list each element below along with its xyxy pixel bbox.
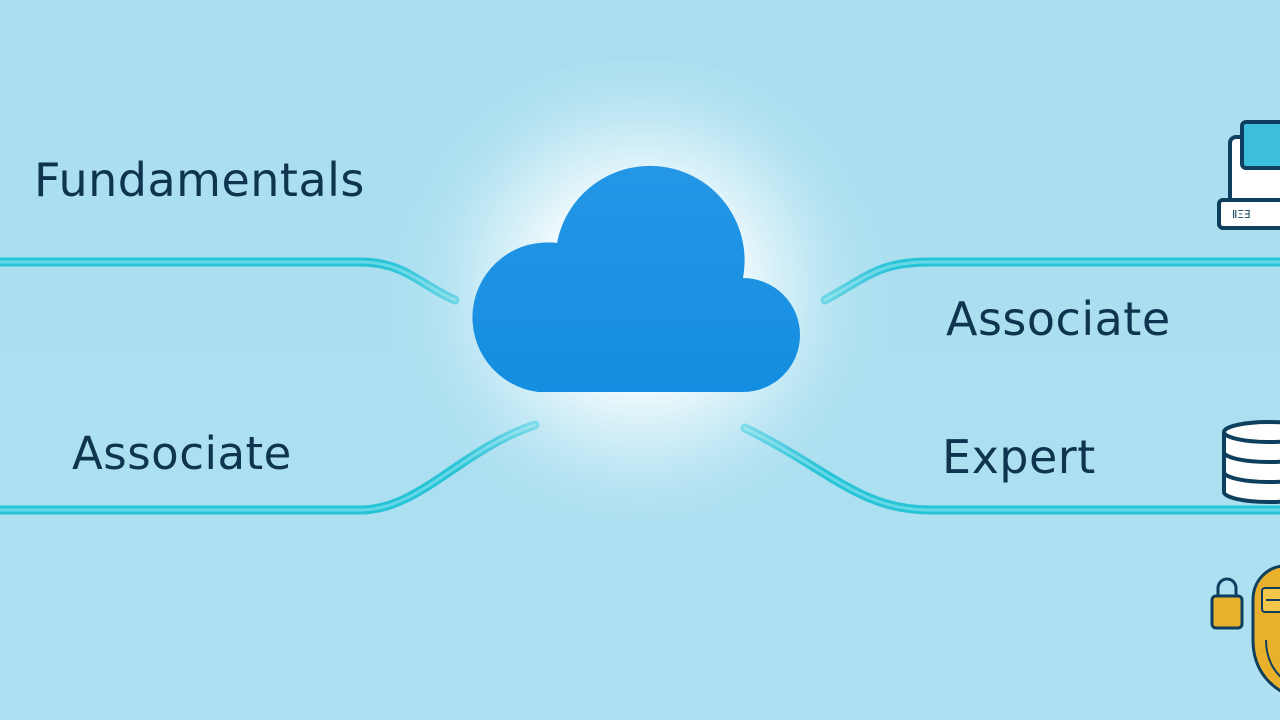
database-icon (1222, 420, 1280, 504)
label-expert: Expert (942, 430, 1096, 484)
label-associate-right: Associate (946, 292, 1171, 346)
padlock-security-icon (1210, 565, 1280, 693)
laptop-icon: ⅡΞ∃ (1217, 120, 1280, 230)
laptop-keys-text: ⅡΞ∃ (1232, 208, 1251, 221)
label-fundamentals: Fundamentals (34, 153, 365, 207)
label-associate-left: Associate (72, 427, 292, 480)
cloud-icon (472, 165, 800, 392)
